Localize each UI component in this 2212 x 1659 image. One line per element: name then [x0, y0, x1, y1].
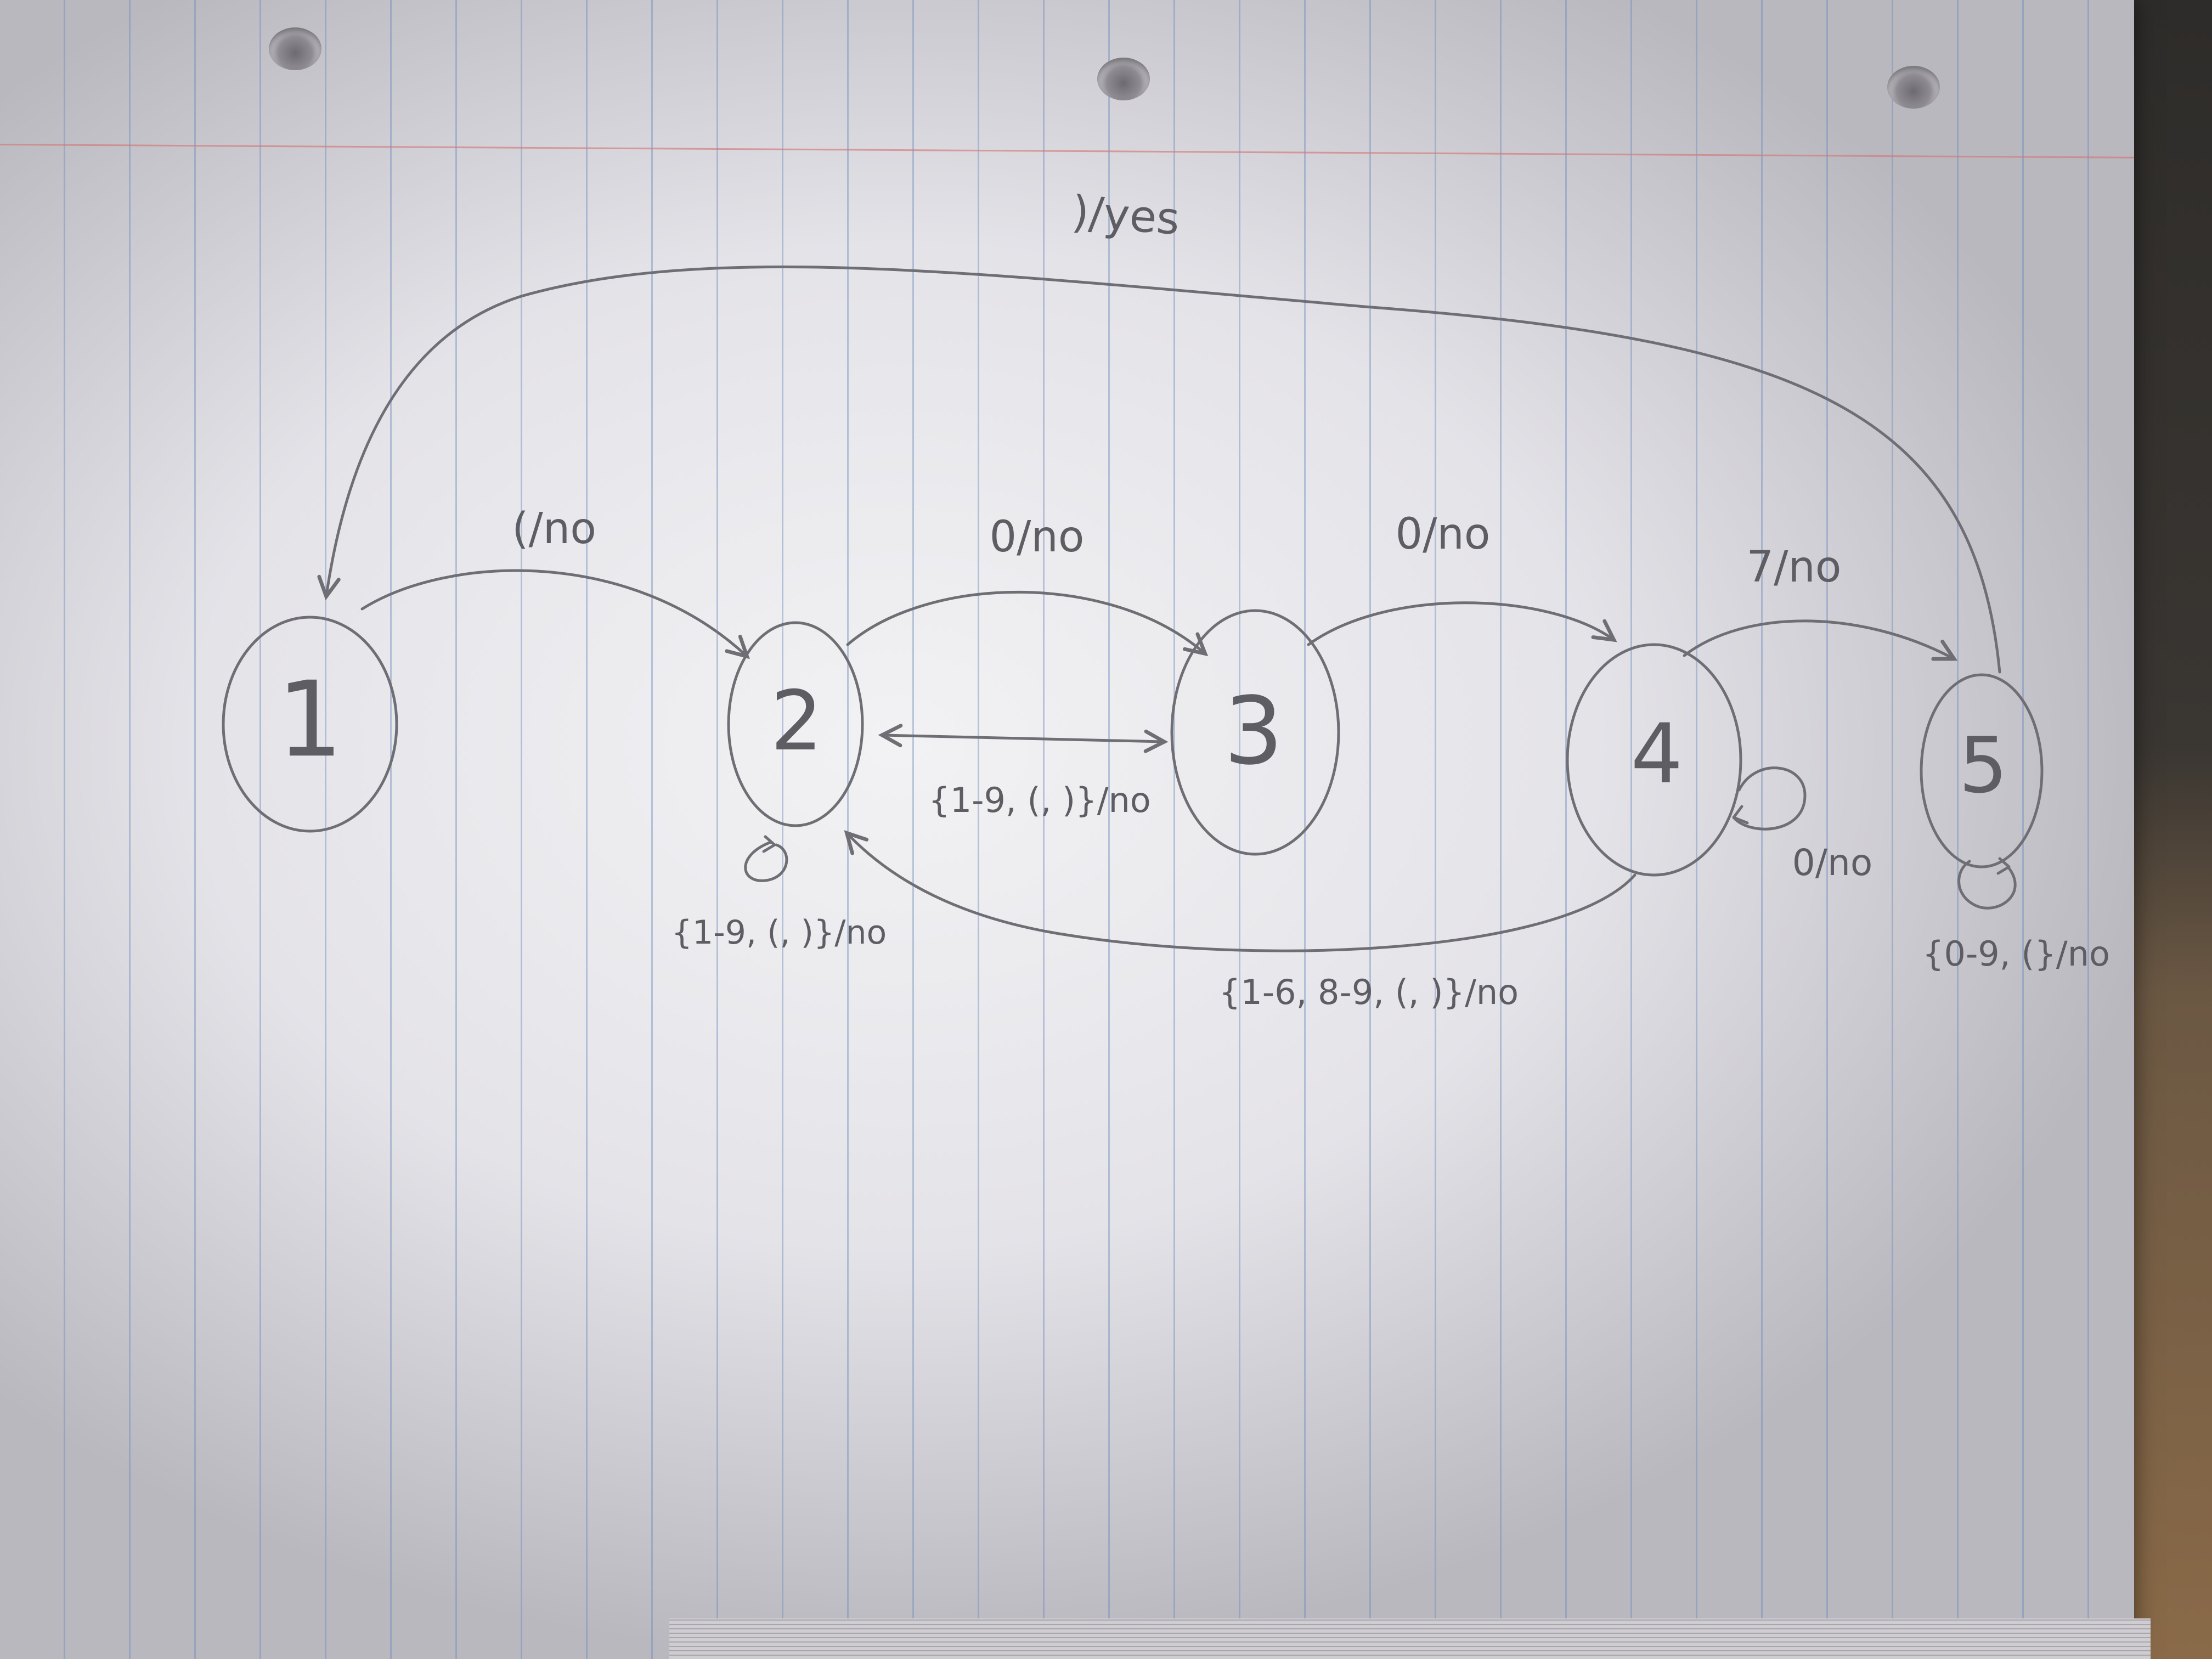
state-4: 4	[1566, 643, 1742, 877]
label-self-2: {1-9, (, )}/no	[672, 913, 887, 952]
loop-4	[1732, 766, 1807, 831]
label-4-to-2: {1-6, 8-9, (, )}/no	[1219, 972, 1519, 1012]
transition-2-to-3: 0/no	[846, 512, 1204, 653]
state-4-label: 4	[1630, 707, 1683, 802]
state-3-circle	[1170, 609, 1340, 856]
arrow-5-to-1	[326, 266, 2001, 674]
label-self-4: 0/no	[1792, 842, 1872, 884]
loop-4-arrowhead	[1732, 805, 1749, 825]
punch-hole-right	[1887, 66, 1940, 109]
self-loop-2: {1-9, (, )}/no	[672, 835, 887, 952]
label-3-to-4: 0/no	[1395, 510, 1490, 559]
notebook-paper	[0, 0, 2134, 1659]
label-1-to-2: (/no	[512, 504, 596, 554]
self-loop-4: 0/no	[1732, 766, 1872, 884]
state-5-label: 5	[1959, 721, 2007, 811]
state-1-label: 1	[277, 659, 343, 780]
arrow-2-to-3	[846, 590, 1204, 653]
arrow-3-to-4	[1307, 601, 1613, 646]
transition-4-to-5: 7/no	[1683, 543, 1953, 658]
state-1-circle	[222, 616, 398, 833]
label-4-to-5: 7/no	[1746, 543, 1841, 592]
state-2-circle	[727, 621, 864, 827]
label-self-5: {0-9, (}/no	[1922, 934, 2110, 974]
arrow-1-to-2	[360, 569, 746, 656]
state-5: 5	[1920, 673, 2044, 868]
self-loop-5: {0-9, (}/no	[1922, 857, 2110, 974]
loop-5	[1957, 860, 2017, 910]
transition-1-to-2: (/no	[360, 504, 746, 656]
transition-3-to-4: 0/no	[1307, 510, 1613, 646]
punch-hole-left	[269, 27, 321, 70]
transition-5-to-1: )/yes	[326, 186, 2001, 674]
state-1: 1	[222, 616, 398, 833]
label-3-to-2: {1-9, (, )}/no	[928, 780, 1150, 820]
state-2-label: 2	[770, 674, 822, 769]
label-5-to-1: )/yes	[1070, 186, 1181, 244]
arrow-4-to-2	[848, 834, 1637, 952]
state-2: 2	[727, 621, 864, 827]
loop-5-arrowhead	[1996, 857, 2011, 875]
punch-hole-center	[1097, 58, 1150, 100]
arrow-4-to-5	[1683, 619, 1953, 658]
transition-3-to-2: {1-9, (, )}/no	[883, 735, 1163, 820]
loop-2	[744, 840, 788, 882]
arrow-3-to-2	[883, 735, 1163, 742]
state-3: 3	[1170, 609, 1340, 856]
state-4-circle	[1566, 643, 1742, 877]
label-2-to-3: 0/no	[989, 512, 1084, 562]
loop-2-arrowhead	[762, 835, 776, 853]
paper-stack-edge	[669, 1618, 2151, 1659]
state-5-circle	[1920, 673, 2044, 868]
state-3-label: 3	[1224, 677, 1283, 786]
transition-4-to-2: {1-6, 8-9, (, )}/no	[848, 834, 1637, 1012]
